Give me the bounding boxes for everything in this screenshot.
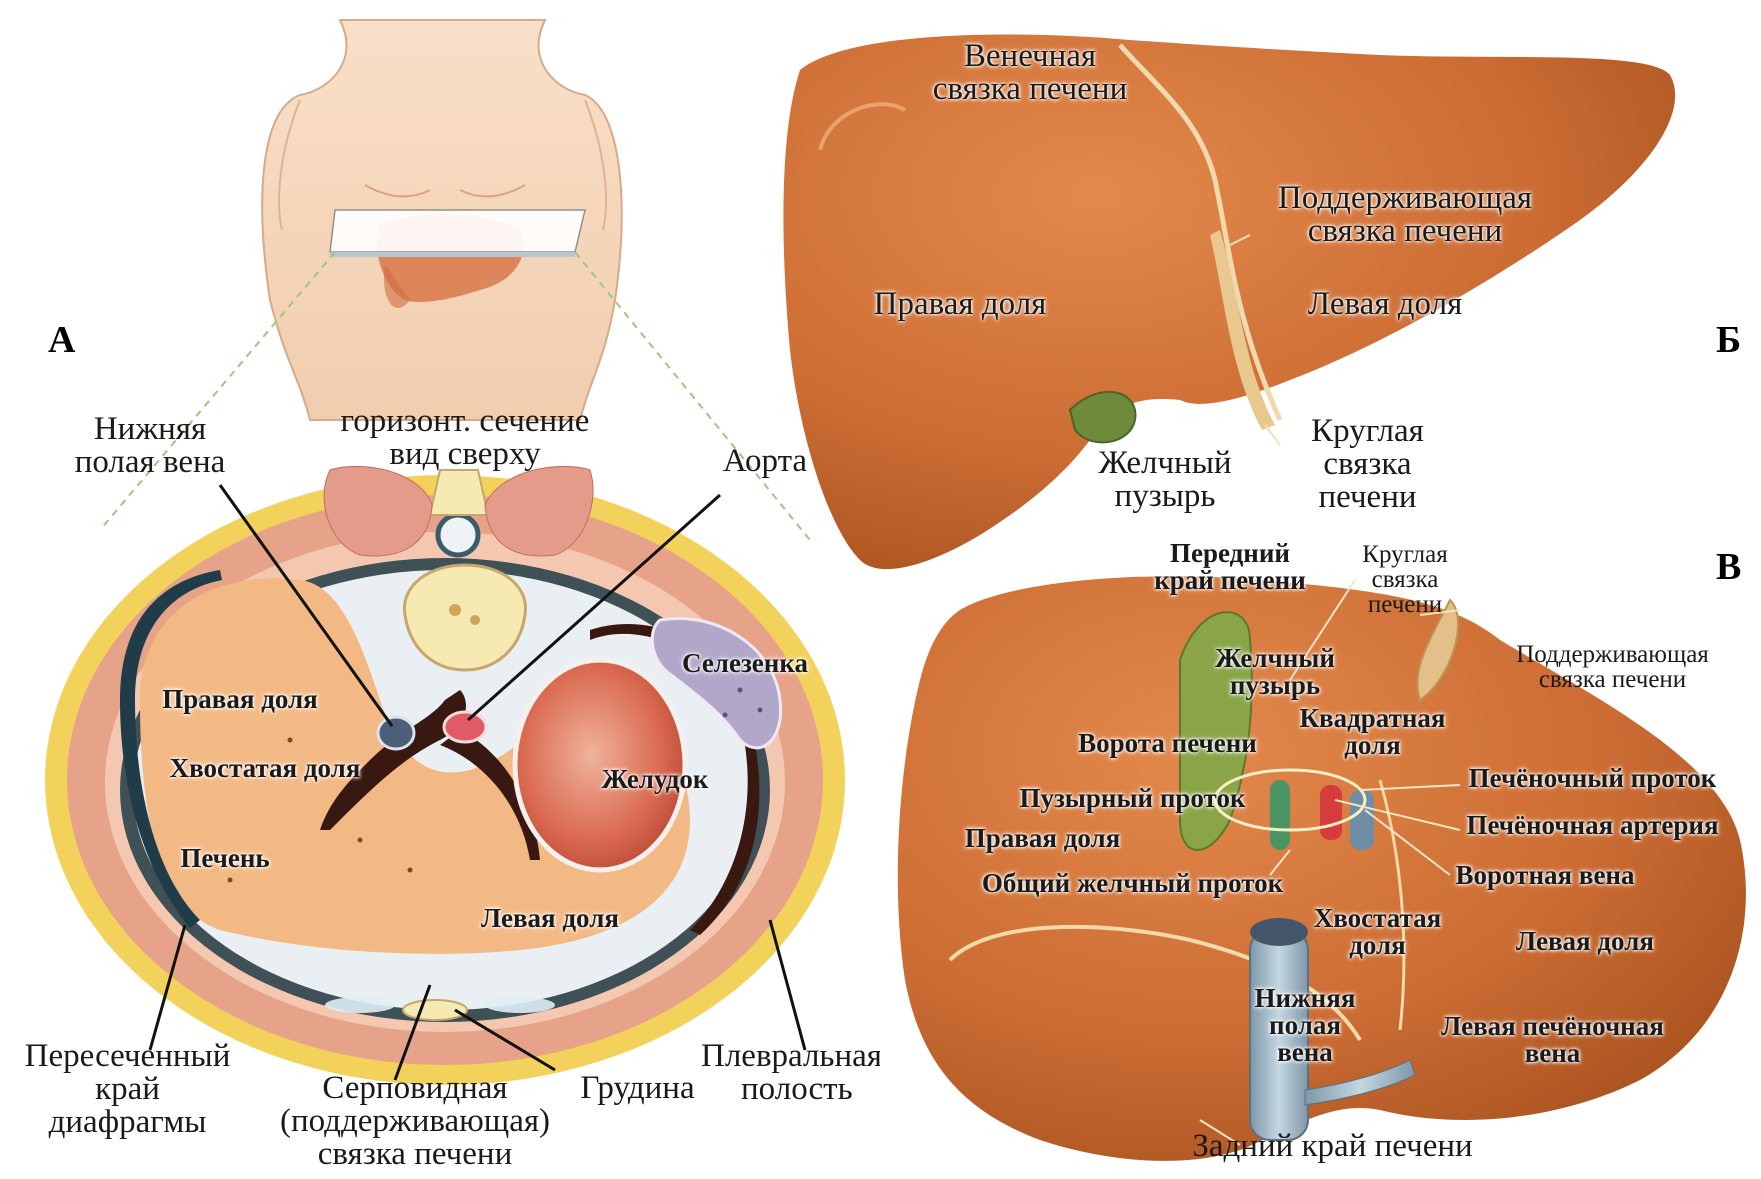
label-b-round-ligament-line-1: Круглая — [1311, 413, 1424, 449]
label-a-spleen: Селезенка — [682, 648, 808, 678]
label-a-diaphragm: Пересеченный край диафрагмы — [0, 1040, 255, 1139]
label-a-sternum: Грудина — [580, 1070, 695, 1106]
label-b-gallbladder-line-1: Желчный — [1098, 445, 1232, 481]
label-c-falciform-line-1: Поддерживающая — [1516, 641, 1709, 668]
label-c-posterior-edge: Задний край печени — [1192, 1128, 1473, 1164]
label-a-falciform-line-3: связка печени — [317, 1136, 513, 1172]
label-c-round-ligament-line-1: Круглая — [1362, 541, 1448, 568]
label-c-cystic-duct: Пузырный проток — [1019, 783, 1246, 813]
label-a-falciform: Серповидная (поддерживающая) связка пече… — [235, 1072, 595, 1171]
label-c-falciform-line-2: связка печени — [1538, 666, 1687, 693]
label-b-round-ligament: Круглая связка печени — [1285, 415, 1450, 514]
label-c-round-ligament-line-2: связка — [1371, 566, 1439, 593]
label-c-caudate-line-2: доля — [1349, 930, 1406, 960]
label-c-right-lobe: Правая доля — [964, 823, 1121, 853]
label-a-aorta: Аорта — [722, 443, 808, 479]
label-c-anterior-edge-line-1: Передний — [1170, 538, 1290, 568]
label-c-porta: Ворота печени — [1078, 728, 1257, 758]
label-c-hepatic-duct: Печёночный проток — [1468, 763, 1717, 793]
label-a-ivc: Нижняя полая вена — [40, 413, 260, 479]
panel-b-leaders — [1229, 234, 1281, 446]
section-caption-line-1: горизонт. сечение — [340, 403, 590, 439]
liver-visceral-view — [897, 576, 1746, 1161]
label-c-hepatic-artery: Печёночная артерия — [1466, 810, 1719, 840]
label-c-quadrate-line-2: доля — [1344, 730, 1401, 760]
label-a-falciform-line-1: Серповидная — [322, 1070, 508, 1106]
label-b-left-lobe: Левая доля — [1307, 286, 1463, 322]
label-a-pleural: Плевральная полость — [701, 1040, 880, 1106]
label-c-quadrate-line-1: Квадратная — [1299, 703, 1446, 733]
label-c-ivc: Нижняя полая вена — [1245, 985, 1365, 1066]
label-c-ivc-line-3: вена — [1277, 1037, 1333, 1067]
label-b-coronary-line-2: связка печени — [932, 71, 1128, 107]
label-a-stomach: Желудок — [601, 764, 709, 794]
label-a-diaphragm-line-1: Пересеченный — [24, 1038, 231, 1074]
label-c-caudate-line-1: Хвостатая — [1313, 903, 1442, 933]
label-a-liver: Печень — [180, 843, 270, 873]
panel-letter-c: В — [1716, 546, 1742, 588]
label-a-pleural-clip: Плевральная полость — [695, 1040, 880, 1110]
label-c-ivc-line-2: полая — [1269, 1010, 1341, 1040]
label-b-coronary-line-1: Венечная — [963, 38, 1097, 74]
label-c-quadrate: Квадратная доля — [1285, 705, 1460, 759]
panel-letter-a: А — [48, 319, 76, 361]
liver-anterior-view — [783, 34, 1676, 570]
label-c-anterior-edge: Передний край печени — [1135, 540, 1325, 594]
label-b-falciform-line-1: Поддерживающая — [1277, 180, 1533, 216]
label-c-anterior-edge-line-2: край печени — [1154, 565, 1306, 595]
label-c-left-hepatic-vein: Левая печёночная вена — [1420, 1013, 1685, 1067]
label-c-left-hepatic-vein-line-1: Левая печёночная — [1441, 1011, 1664, 1041]
label-b-right-lobe: Правая доля — [873, 286, 1047, 322]
label-b-round-ligament-line-3: печени — [1318, 479, 1417, 515]
label-c-caudate: Хвостатая доля — [1295, 905, 1460, 959]
label-a-ivc-line-1: Нижняя — [93, 411, 207, 447]
label-c-gallbladder-line-2: пузырь — [1229, 670, 1321, 700]
label-a-pleural-line-2: полость — [741, 1071, 853, 1107]
label-c-falciform: Поддерживающая связка печени — [1470, 642, 1755, 692]
label-b-gallbladder: Желчный пузырь — [1070, 447, 1260, 513]
label-a-caudate-lobe: Хвостатая доля — [169, 753, 361, 783]
label-c-common-bile: Общий желчный проток — [981, 868, 1284, 898]
label-a-right-lobe: Правая доля — [162, 684, 318, 714]
label-a-left-lobe: Левая доля — [481, 903, 619, 933]
label-a-diaphragm-line-2: край — [95, 1071, 160, 1107]
section-caption: горизонт. сечение вид сверху — [305, 405, 625, 471]
label-b-coronary: Венечная связка печени — [890, 40, 1170, 106]
label-c-portal-vein: Воротная вена — [1455, 860, 1635, 890]
torso-figure — [99, 19, 811, 541]
label-b-falciform: Поддерживающая связка печени — [1240, 182, 1570, 248]
panel-letter-b: Б — [1716, 319, 1742, 361]
label-b-falciform-line-2: связка печени — [1307, 213, 1503, 249]
label-c-left-lobe: Левая доля — [1516, 926, 1654, 956]
cross-section — [45, 465, 845, 1085]
label-a-diaphragm-line-3: диафрагмы — [48, 1104, 207, 1140]
label-a-ivc-line-2: полая вена — [74, 444, 226, 480]
panel-a-leaders — [148, 484, 807, 1081]
label-c-gallbladder-line-1: Желчный — [1215, 643, 1335, 673]
label-a-falciform-line-2: (поддерживающая) — [279, 1103, 551, 1139]
section-caption-line-2: вид сверху — [389, 436, 541, 472]
label-b-gallbladder-line-2: пузырь — [1114, 478, 1216, 514]
label-c-gallbladder: Желчный пузырь — [1195, 645, 1355, 699]
label-c-left-hepatic-vein-line-2: вена — [1524, 1038, 1581, 1068]
label-c-ivc-line-1: Нижняя — [1254, 983, 1356, 1013]
panel-c-leaders — [1199, 579, 1461, 1146]
label-b-round-ligament-line-2: связка — [1323, 446, 1412, 482]
label-c-round-ligament-line-3: печени — [1367, 591, 1443, 618]
label-a-pleural-line-1: Плевральная — [701, 1040, 880, 1074]
label-c-round-ligament: Круглая связка печени — [1335, 542, 1475, 617]
